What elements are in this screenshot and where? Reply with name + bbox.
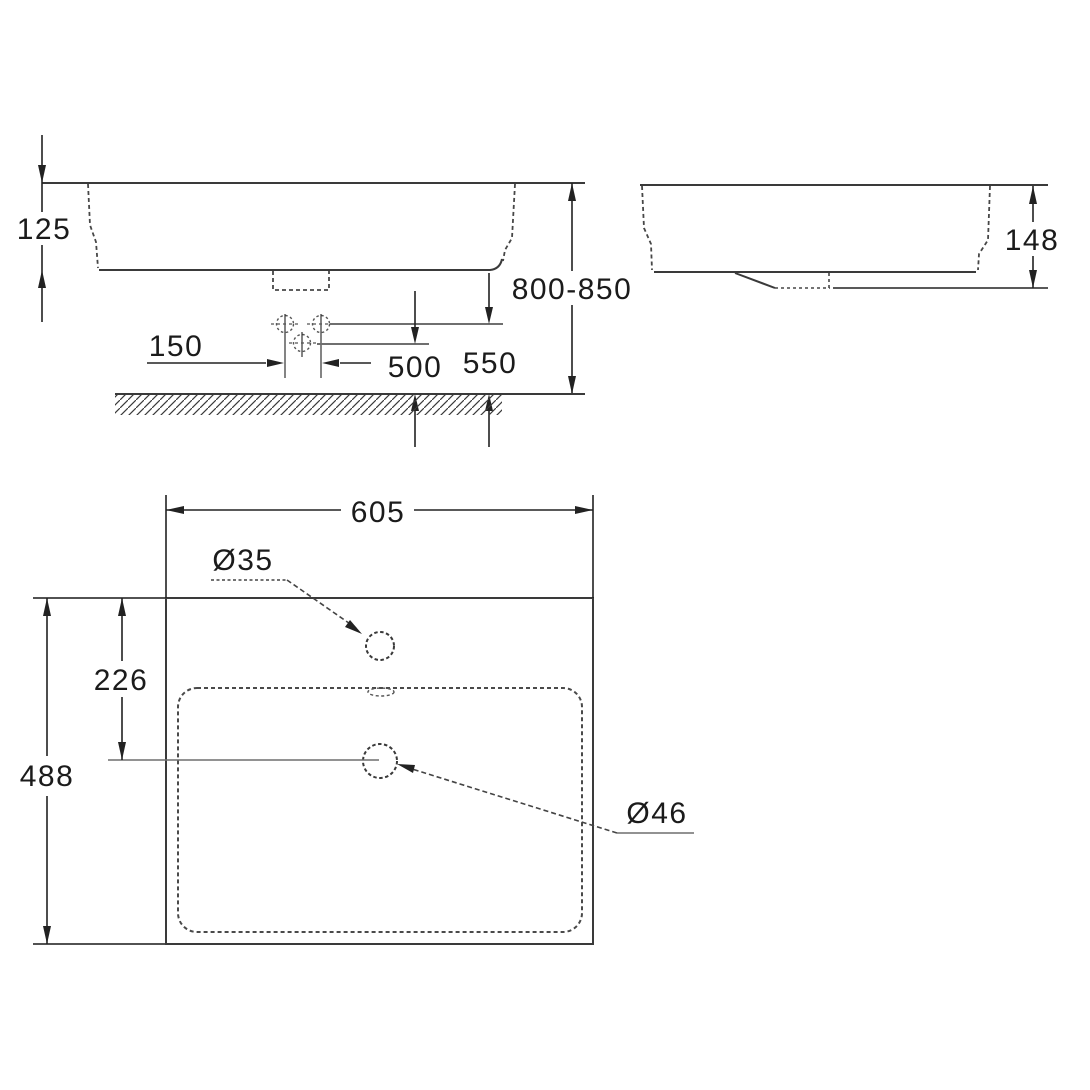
dim-150-label: 150 [149, 330, 204, 363]
dim-800-arrow-down [568, 376, 576, 394]
dim-800-label-bg [503, 272, 641, 305]
dim-488-arrow-up [43, 598, 51, 616]
side-right-edge-hidden [977, 185, 991, 271]
dim-148-label-bg [1001, 223, 1063, 256]
dimension-drain-offset: 226 [94, 598, 149, 760]
dim-550-arrow-down [485, 307, 493, 324]
dimension-overall-width: 605 [166, 496, 593, 529]
dimension-tap-spacing: 150 [147, 330, 371, 367]
dim-125-label: 125 [17, 213, 72, 246]
dimension-height-500: 500 [388, 291, 443, 447]
front-view: 125 150 [17, 135, 641, 447]
tap-symbol-left-circle [275, 314, 295, 334]
dim-226-arrow-down [118, 742, 126, 760]
dim-605-arrow-right [575, 506, 593, 514]
dia-35-arrow [345, 620, 362, 634]
plan-view: 605 488 226 Ø35 Ø46 [17, 495, 694, 945]
dim-148-arrow-down [1029, 270, 1037, 288]
callout-tap-hole-diameter: Ø35 [211, 544, 362, 634]
side-trap-slant [734, 272, 776, 289]
dim-605-label: 605 [351, 496, 406, 529]
dim-125-label-bg [17, 212, 71, 245]
callout-drain-hole-diameter: Ø46 [397, 764, 694, 834]
front-left-edge-hidden [87, 183, 99, 269]
drain-hole-circle [362, 743, 398, 779]
dimension-basin-depth: 148 [1001, 186, 1063, 288]
dim-488-label: 488 [20, 760, 75, 793]
dim-500-arrow-down [411, 327, 419, 344]
tap-hole-circle [365, 631, 395, 661]
dim-226-arrow-up [118, 598, 126, 616]
tap-symbol-center-circle [292, 333, 312, 353]
dim-148-label: 148 [1005, 224, 1060, 257]
plan-bowl-hidden [177, 687, 583, 933]
dim-148-arrow-up [1029, 186, 1037, 204]
floor-hatch [115, 395, 502, 415]
dim-150-arrow-left [322, 359, 339, 367]
dim-150-arrow-right [267, 359, 284, 367]
dim-800-arrow-up [568, 183, 576, 201]
dim-605-arrow-left [166, 506, 184, 514]
dimension-rim-thickness: 125 [17, 135, 72, 322]
dim-488-arrow-down [43, 926, 51, 944]
dim-550-label: 550 [463, 347, 518, 380]
tap-symbol-right-circle [311, 314, 331, 334]
dim-125-arrow-up [38, 270, 46, 288]
dia-46-arrow [397, 764, 415, 773]
dia-46-leader [411, 768, 618, 834]
overflow-slot [367, 687, 395, 697]
side-view: 148 [640, 184, 1063, 289]
dia-35-leader [286, 579, 357, 629]
dimension-overall-depth: 488 [17, 598, 77, 944]
dim-488-label-bg [17, 758, 77, 791]
dim-500-label: 500 [388, 351, 443, 384]
front-right-edge-hidden [502, 183, 516, 262]
front-bottom-line [99, 258, 503, 271]
dimension-mounting-height: 800-850 [503, 183, 641, 394]
dim-226-label: 226 [94, 664, 149, 697]
plan-outer-rect [165, 597, 594, 945]
dia-35-label: Ø35 [212, 544, 273, 577]
dia-46-label: Ø46 [626, 797, 687, 830]
side-left-edge-hidden [641, 185, 653, 271]
dim-800-label: 800-850 [512, 273, 633, 306]
dim-125-arrow-down [38, 165, 46, 183]
front-drain-tab-hidden [272, 271, 330, 291]
tap-hole-symbols [271, 314, 333, 378]
